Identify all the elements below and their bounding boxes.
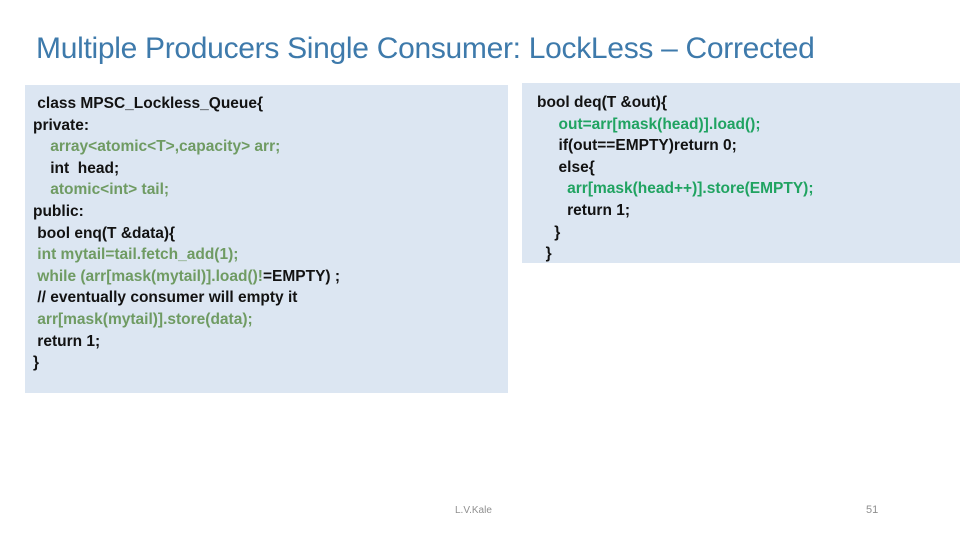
code-line: arr[mask(head++)].store(EMPTY); (537, 178, 954, 200)
code-segment: } (33, 354, 40, 372)
code-segment: // eventually consumer will empty it (33, 289, 298, 307)
code-line: if(out==EMPTY)return 0; (537, 135, 954, 157)
code-segment: public: (33, 202, 84, 220)
code-segment: return 1; (33, 332, 101, 350)
code-line: private: (33, 115, 502, 137)
code-segment: if(out==EMPTY)return 0; (537, 137, 737, 155)
code-segment: out=arr[mask(head)].load(); (537, 115, 761, 133)
code-line: return 1; (33, 331, 502, 353)
code-line: int mytail=tail.fetch_add(1); (33, 244, 502, 266)
code-line: bool enq(T &data){ (33, 223, 502, 245)
code-line: } (33, 352, 502, 374)
code-segment: int mytail=tail.fetch_add(1); (33, 246, 239, 264)
code-line: } (537, 222, 954, 244)
code-segment: } (537, 223, 561, 241)
code-line: } (537, 243, 954, 265)
code-segment: } (537, 245, 552, 263)
code-line: else{ (537, 157, 954, 179)
footer-author: L.V.Kale (455, 505, 492, 516)
code-segment: =EMPTY) ; (262, 267, 341, 285)
enqueue-code-box: class MPSC_Lockless_Queue{ private: array… (25, 85, 508, 393)
code-line: public: (33, 201, 502, 223)
code-segment: while (arr[mask(mytail)].load()! (33, 267, 263, 285)
code-line: // eventually consumer will empty it (33, 287, 502, 309)
code-segment: arr[mask(mytail)].store(data); (33, 310, 253, 328)
code-line: int head; (33, 158, 502, 180)
code-segment: class MPSC_Lockless_Queue{ (33, 95, 264, 112)
code-segment: atomic<int> tail; (33, 181, 170, 199)
code-segment: bool deq(T &out){ (537, 94, 667, 111)
code-segment: else{ (537, 158, 595, 176)
code-line: while (arr[mask(mytail)].load()!=EMPTY) … (33, 266, 502, 288)
code-line: out=arr[mask(head)].load(); (537, 114, 954, 136)
code-line: arr[mask(mytail)].store(data); (33, 309, 502, 331)
dequeue-code-box: bool deq(T &out){ out=arr[mask(head)].lo… (522, 83, 960, 263)
page-number: 51 (866, 504, 879, 516)
code-segment: bool enq(T &data){ (33, 224, 176, 242)
code-segment: int head; (33, 159, 120, 177)
code-line: bool deq(T &out){ (537, 92, 954, 114)
code-line: atomic<int> tail; (33, 179, 502, 201)
page-title: Multiple Producers Single Consumer: Lock… (36, 32, 815, 65)
code-segment: return 1; (537, 201, 631, 219)
code-line: return 1; (537, 200, 954, 222)
code-segment: array<atomic<T>,capacity> arr; (33, 138, 281, 156)
code-line: array<atomic<T>,capacity> arr; (33, 136, 502, 158)
code-line: class MPSC_Lockless_Queue{ (33, 93, 502, 115)
code-segment: arr[mask(head++)].store(EMPTY); (537, 180, 814, 198)
code-segment: private: (33, 116, 89, 134)
